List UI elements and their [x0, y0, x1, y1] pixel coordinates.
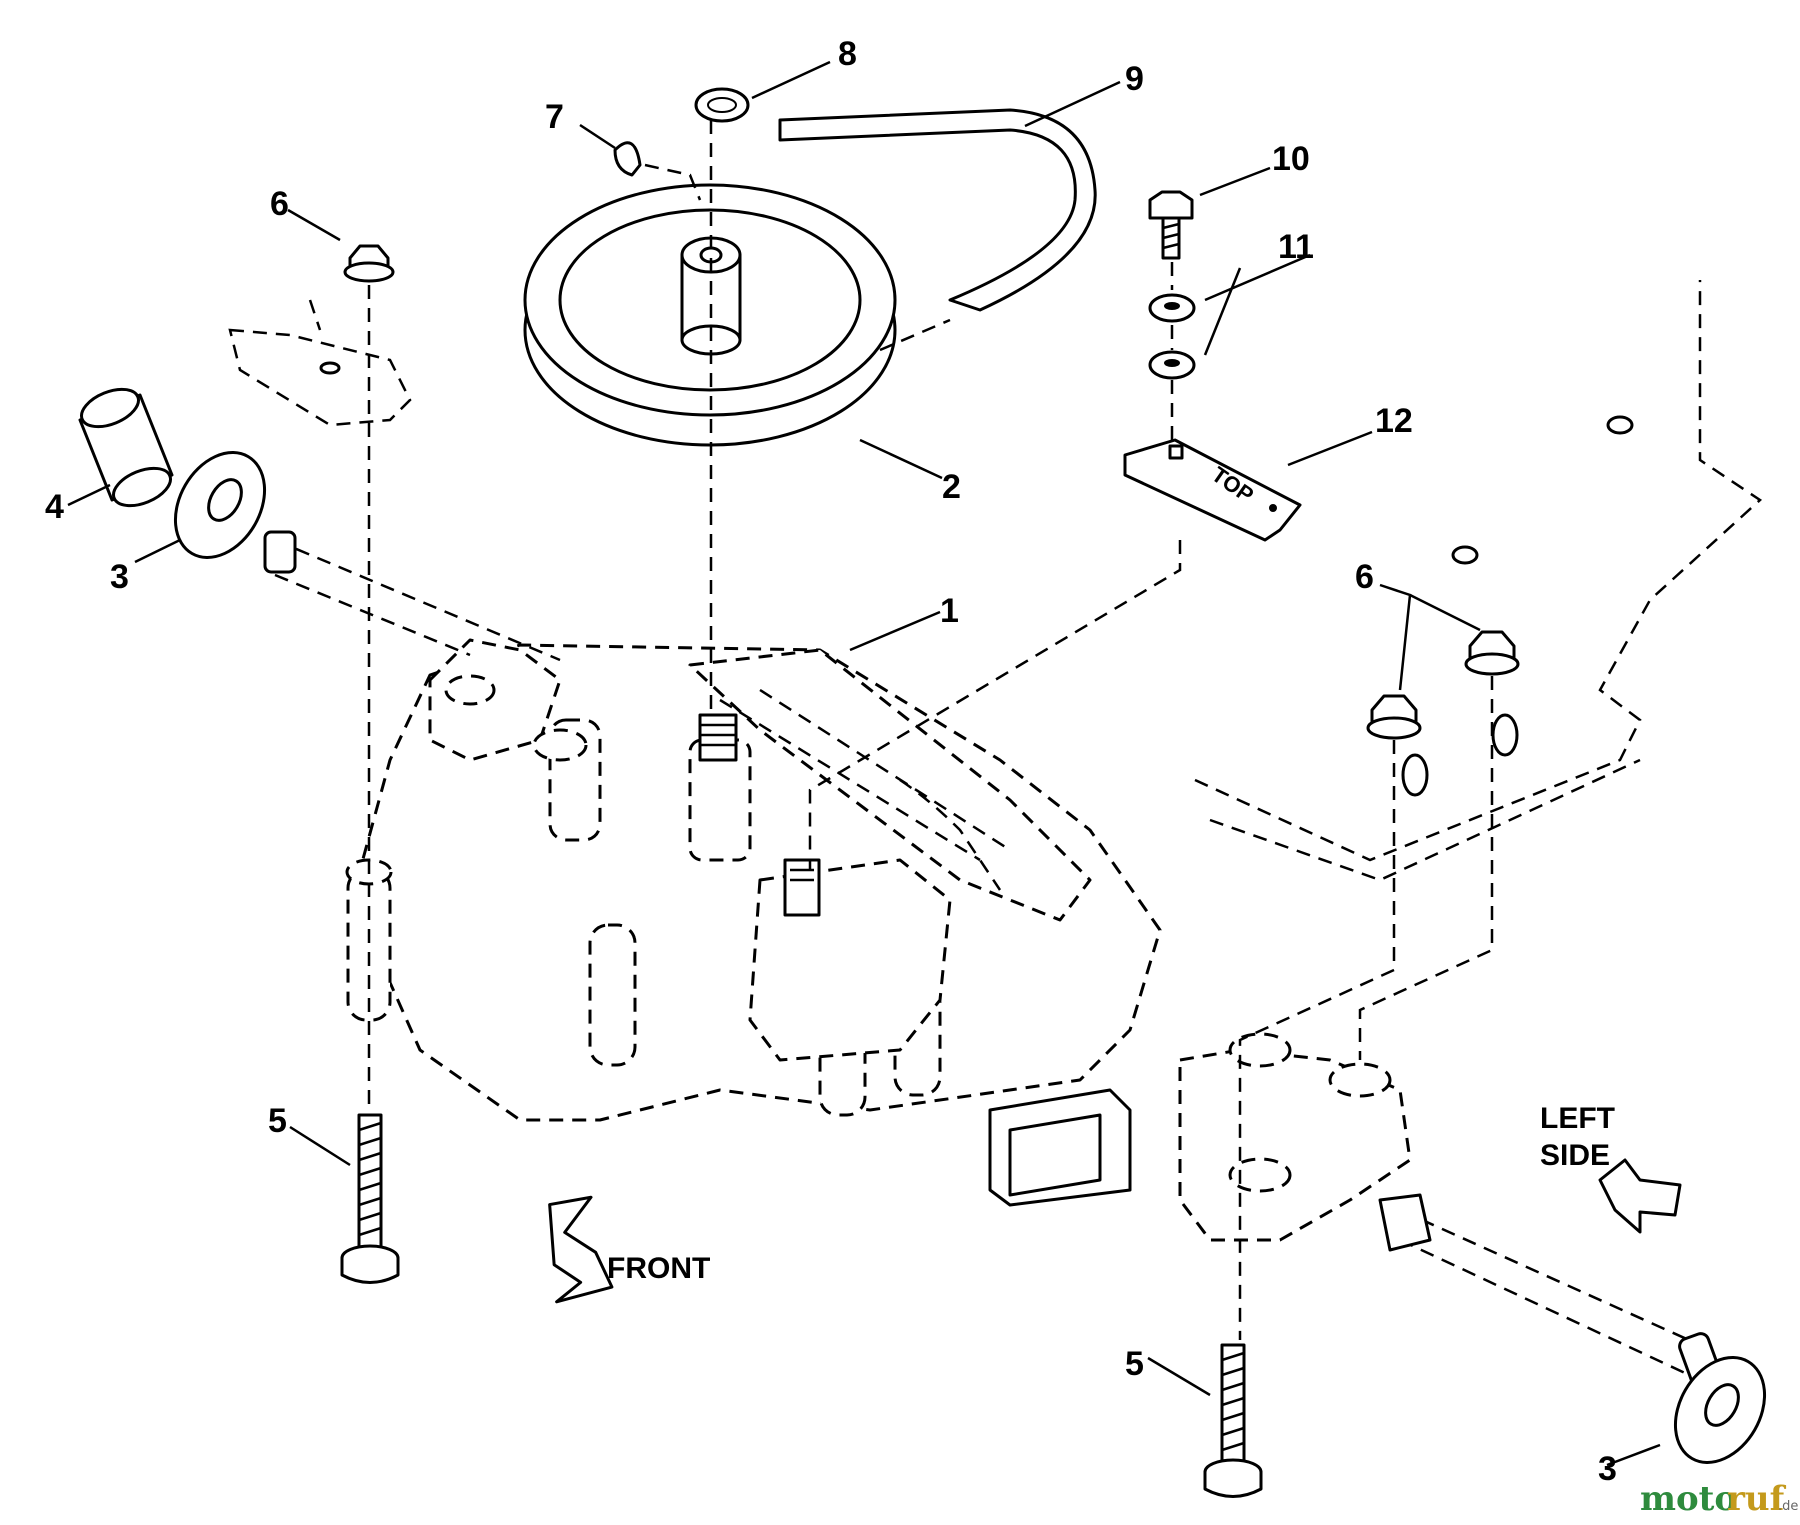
front-label: FRONT	[607, 1252, 710, 1285]
front-arrow-icon	[548, 1195, 614, 1304]
frame-right	[1194, 280, 1763, 882]
callout-7: 7	[545, 98, 564, 136]
callout-9: 9	[1125, 60, 1144, 98]
callout-3-left: 3	[110, 558, 129, 596]
hex-bolt	[1148, 190, 1194, 260]
pulley	[523, 183, 897, 447]
front-direction-indicator: FRONT	[548, 1195, 710, 1304]
alignment-lines	[367, 120, 1494, 1340]
callout-leaders	[67, 60, 1661, 1467]
callout-6-right: 6	[1355, 558, 1374, 596]
watermark-ruf: ruf	[1727, 1479, 1787, 1519]
flat-washer-left	[173, 451, 267, 559]
left-side-label-line2: SIDE	[1540, 1139, 1610, 1172]
callout-6-left: 6	[270, 185, 289, 223]
watermark: moto ruf .de	[1640, 1479, 1798, 1519]
callout-11: 11	[1278, 228, 1314, 266]
callout-5-right: 5	[1125, 1345, 1144, 1383]
watermark-moto: moto	[1640, 1479, 1737, 1519]
callout-12: 12	[1375, 402, 1413, 440]
left-side-direction-indicator: LEFT SIDE	[1540, 1102, 1682, 1234]
callout-1: 1	[940, 592, 959, 630]
flange-nut-right-2	[1464, 630, 1520, 676]
spacer	[78, 387, 174, 508]
lock-washers	[1148, 293, 1196, 380]
frame-bracket-left	[228, 299, 412, 427]
key	[613, 141, 642, 177]
top-plate: TOP	[1123, 438, 1302, 542]
callout-10: 10	[1272, 140, 1310, 178]
callout-8: 8	[838, 35, 857, 73]
callout-2: 2	[942, 468, 961, 506]
flat-washer-right	[1673, 1356, 1767, 1464]
callout-4: 4	[45, 488, 64, 526]
callout-3-right: 3	[1598, 1450, 1617, 1488]
callouts: 1 2 3 3 4 5 5 6 6 7 8 9 10 11 12	[45, 35, 1617, 1488]
mounting-bolt-right	[1203, 1343, 1263, 1498]
mounting-bolt-left	[340, 1113, 400, 1284]
left-side-label-line1: LEFT	[1540, 1102, 1615, 1135]
belt	[778, 108, 1097, 312]
watermark-suffix: .de	[1778, 1499, 1798, 1514]
flange-nut-right-1	[1366, 694, 1422, 740]
retaining-ring	[694, 87, 750, 123]
transaxle-housing	[263, 530, 1722, 1388]
left-side-arrow-icon	[1598, 1158, 1682, 1234]
flange-nut-upper-left	[343, 244, 395, 283]
callout-5-left: 5	[268, 1102, 287, 1140]
